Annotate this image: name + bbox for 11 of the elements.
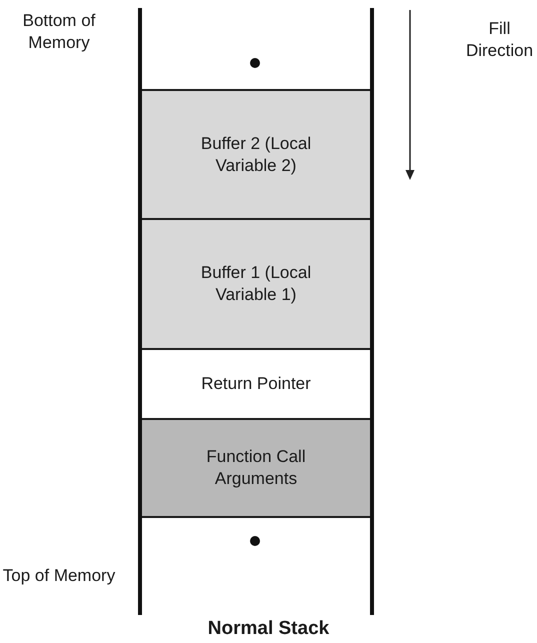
cell-label: Function Call Arguments [205, 446, 307, 490]
memory-label: Top of Memory [2, 565, 116, 587]
cell-label: Buffer 2 (Local Variable 2) [200, 132, 312, 176]
diagram-title: Normal Stack [206, 618, 330, 640]
memory-label: Fill Direction [464, 18, 534, 62]
stack-frame-cell [142, 218, 370, 348]
stack-frame-cell [142, 418, 370, 518]
cell-label: Return Pointer [201, 373, 311, 395]
memory-label: Bottom of Memory [22, 10, 96, 54]
stack-frame-cell [142, 89, 370, 218]
cell-label: Buffer 1 (Local Variable 1) [200, 262, 312, 306]
